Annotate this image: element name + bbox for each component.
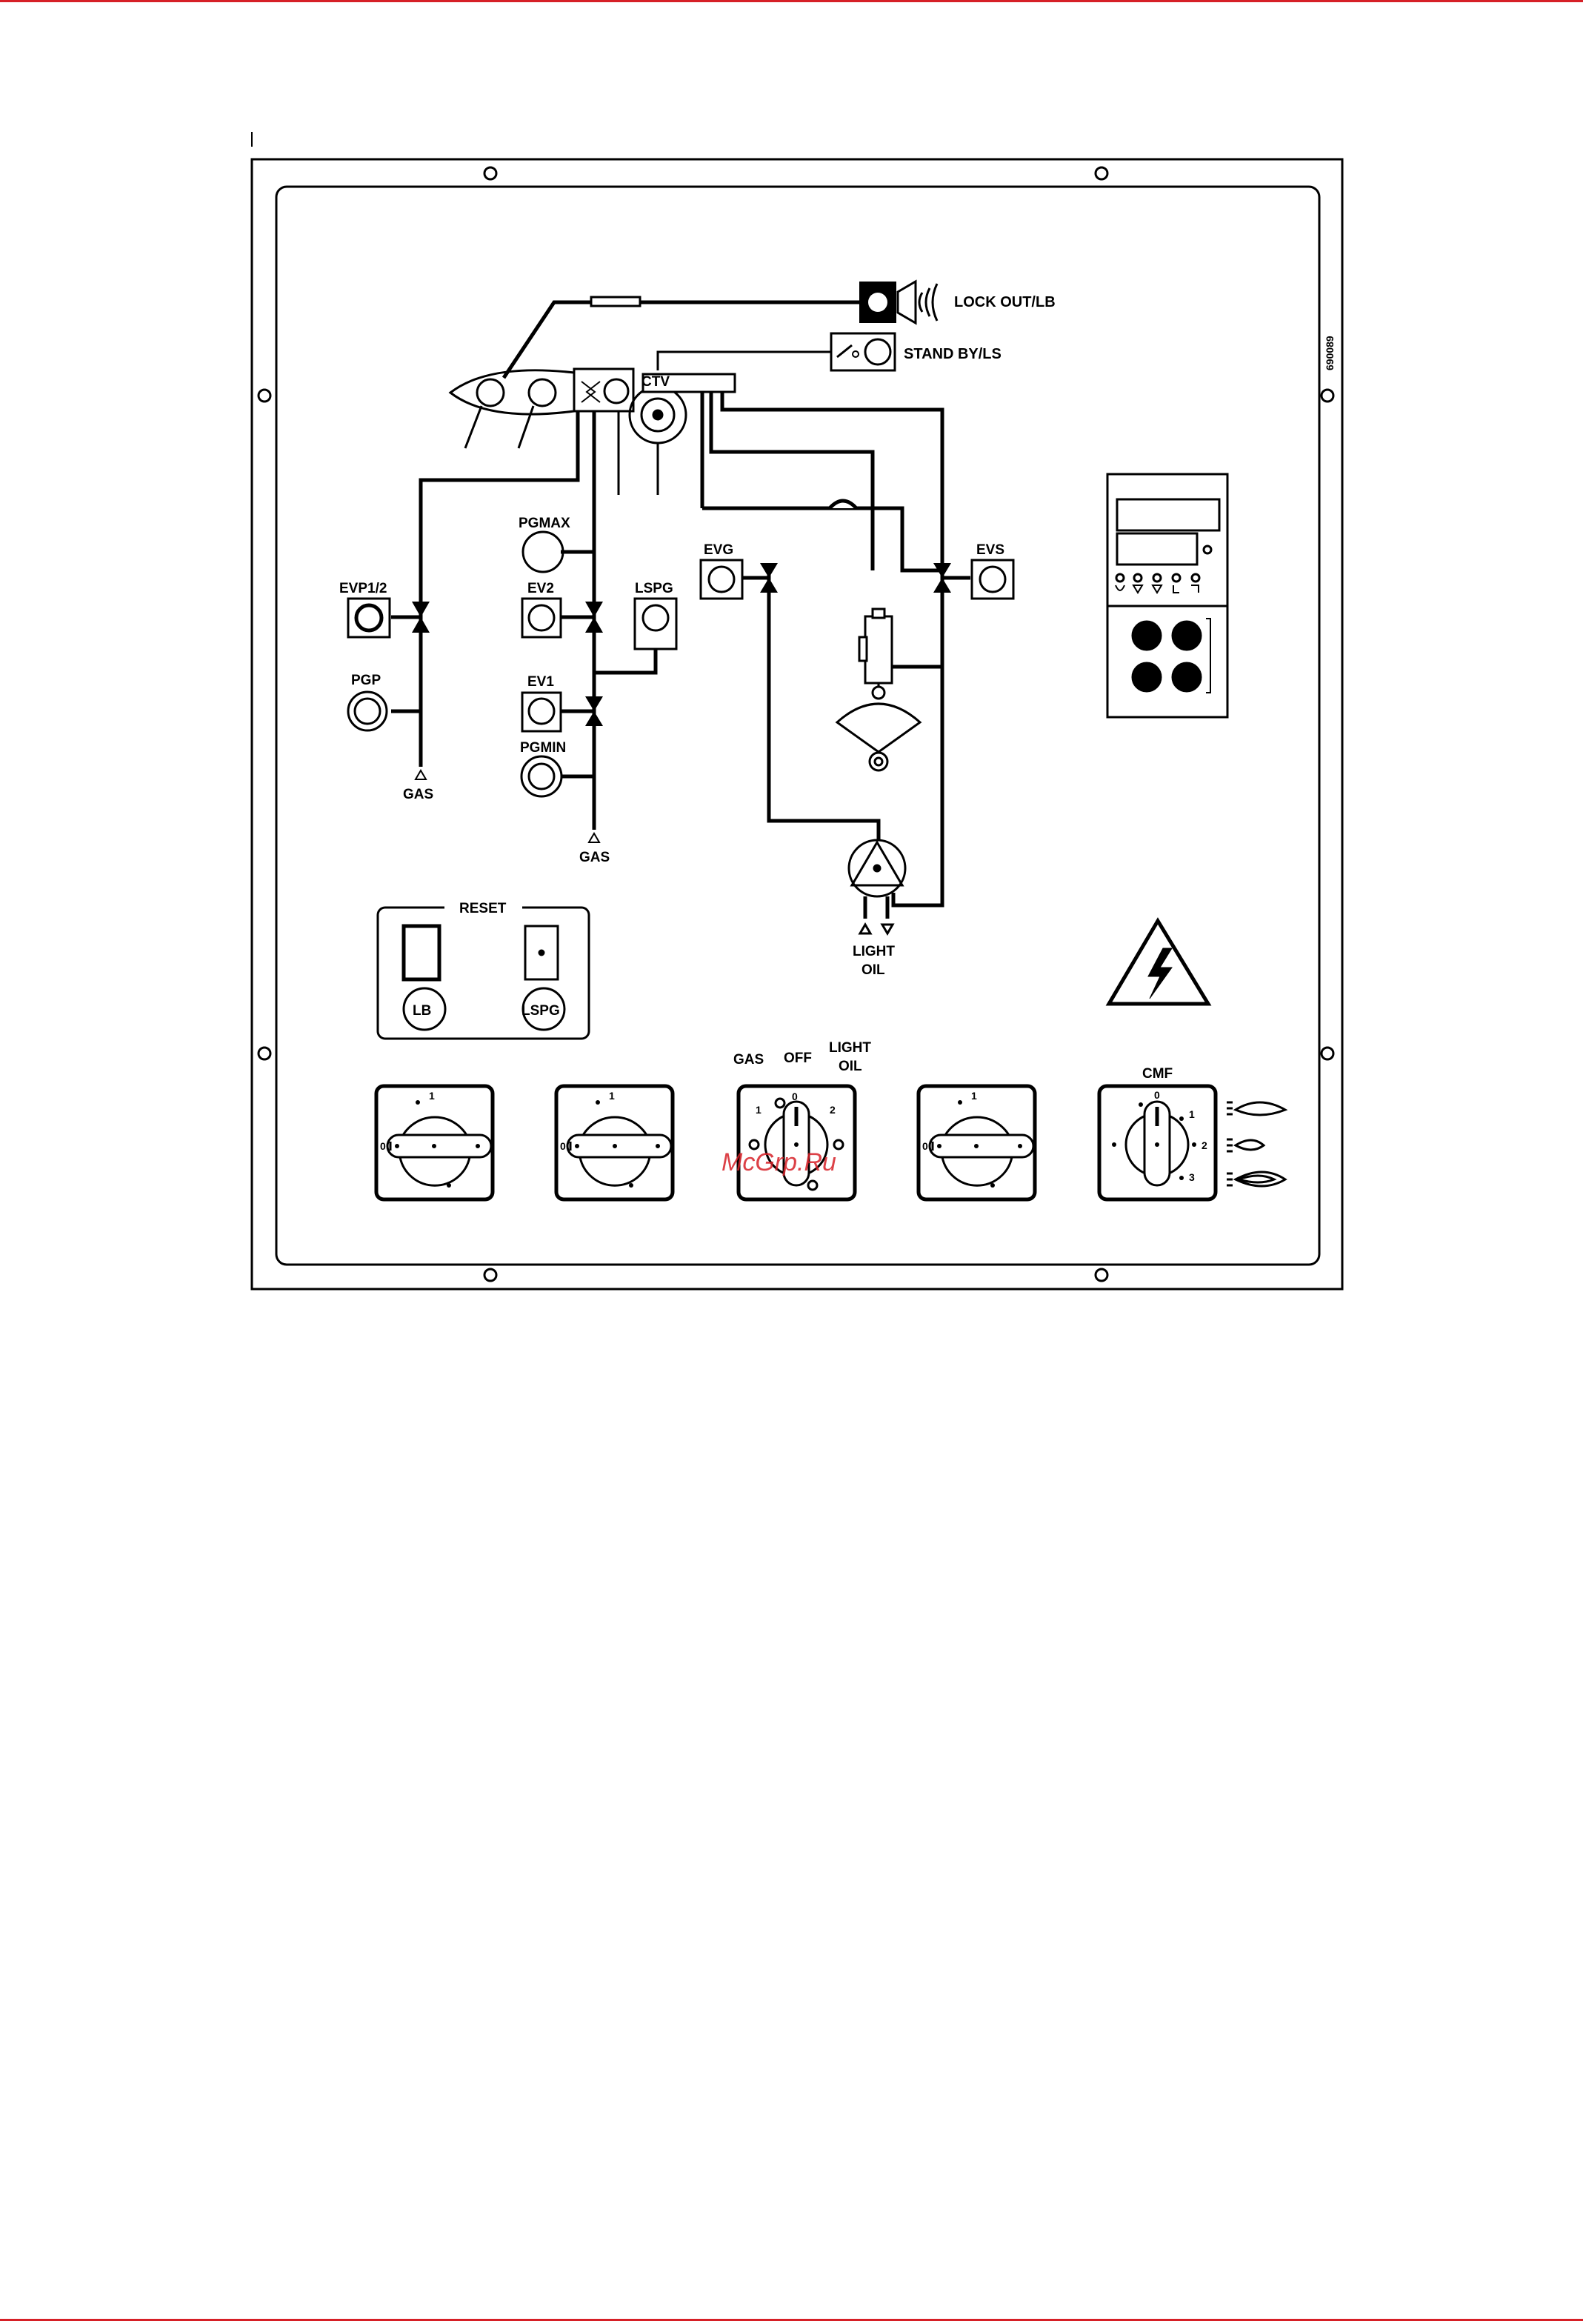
selector-gas-label: GAS	[733, 1052, 764, 1068]
cmf-pos-3: 3	[1189, 1171, 1195, 1183]
switch-2[interactable]: 1 0	[556, 1086, 673, 1199]
solenoid-valve-icon	[837, 609, 920, 770]
gas-inlet-left: GAS	[403, 770, 433, 802]
switch-4-pos-0: 0	[922, 1140, 928, 1152]
switch-1-pos-0: 0	[380, 1140, 386, 1152]
evs-label: EVS	[976, 542, 1004, 558]
ev2-indicator: EV2	[522, 581, 561, 637]
evg-valve: EVG	[701, 542, 778, 599]
ctv-label: CTV	[641, 374, 670, 390]
pgp-label: PGP	[351, 673, 381, 688]
lockout-label: LOCK OUT/LB	[954, 294, 1056, 310]
selector-pos-0: 0	[792, 1091, 798, 1102]
reset-label: RESET	[459, 901, 507, 916]
switch-2-pos-0: 0	[560, 1140, 566, 1152]
ev1-indicator: EV1	[522, 674, 561, 731]
selector-pos-1: 1	[756, 1104, 761, 1116]
cmf-switch[interactable]: 0 1 2 3	[1099, 1086, 1216, 1199]
pgmax-gauge: PGMAX	[519, 516, 570, 572]
light-oil-label-2: OIL	[862, 962, 885, 978]
drawing-code: 690089	[1324, 336, 1336, 370]
lockout-indicator: LOCK OUT/LB	[504, 282, 1056, 378]
lspg-indicator: LSPG	[635, 581, 676, 649]
cmf-pos-1: 1	[1189, 1108, 1195, 1120]
lspg-label: LSPG	[635, 581, 673, 596]
pgmax-label: PGMAX	[519, 516, 570, 531]
evp12-valve: EVP1/2	[339, 581, 430, 637]
pgp-gauge: PGP	[348, 673, 387, 730]
switch-4[interactable]: 1 0	[919, 1086, 1035, 1199]
horn-icon	[898, 282, 916, 323]
evs-valve: EVS	[933, 542, 1013, 599]
selector-light-label-1: LIGHT	[829, 1040, 871, 1056]
switch-4-pos-1: 1	[971, 1090, 977, 1102]
cmf-label: CMF	[1142, 1066, 1173, 1082]
switch-2-pos-1: 1	[609, 1090, 615, 1102]
ev2-label: EV2	[527, 581, 554, 596]
flame-control-box	[1107, 474, 1227, 717]
reset-panel	[378, 908, 589, 1039]
fuel-selector-switch[interactable]: 0 1 2	[739, 1086, 855, 1199]
lb-reset-window	[404, 926, 439, 979]
selector-off-label: OFF	[784, 1051, 812, 1066]
pump-icon	[849, 840, 905, 933]
gas-left-label: GAS	[403, 787, 433, 802]
pgmin-label: PGMIN	[520, 740, 566, 756]
cmf-pos-0: 0	[1154, 1089, 1160, 1101]
oil-circuit	[702, 393, 970, 905]
lb-reset-label: LB	[413, 1003, 431, 1019]
evg-label: EVG	[704, 542, 733, 558]
selector-pos-2: 2	[830, 1104, 836, 1116]
switch-1[interactable]: 1 0	[376, 1086, 493, 1199]
lspg-reset-label: LSPG	[521, 1003, 560, 1019]
gas-mid-label: GAS	[579, 850, 610, 865]
high-voltage-warning-icon	[1109, 921, 1208, 1004]
standby-indicator: STAND BY/LS	[658, 333, 1002, 370]
pgmin-gauge: PGMIN	[520, 740, 566, 796]
flame-icon	[1227, 1102, 1285, 1186]
ev1-label: EV1	[527, 674, 554, 690]
evp12-label: EVP1/2	[339, 581, 387, 596]
watermark: McGrp.Ru	[721, 1148, 836, 1176]
light-oil-label-1: LIGHT	[853, 944, 895, 959]
standby-label: STAND BY/LS	[904, 346, 1002, 362]
selector-light-label-2: OIL	[839, 1059, 862, 1074]
cmf-pos-2: 2	[1202, 1139, 1207, 1151]
switch-1-pos-1: 1	[429, 1090, 435, 1102]
gas-inlet-mid: GAS	[579, 833, 610, 865]
